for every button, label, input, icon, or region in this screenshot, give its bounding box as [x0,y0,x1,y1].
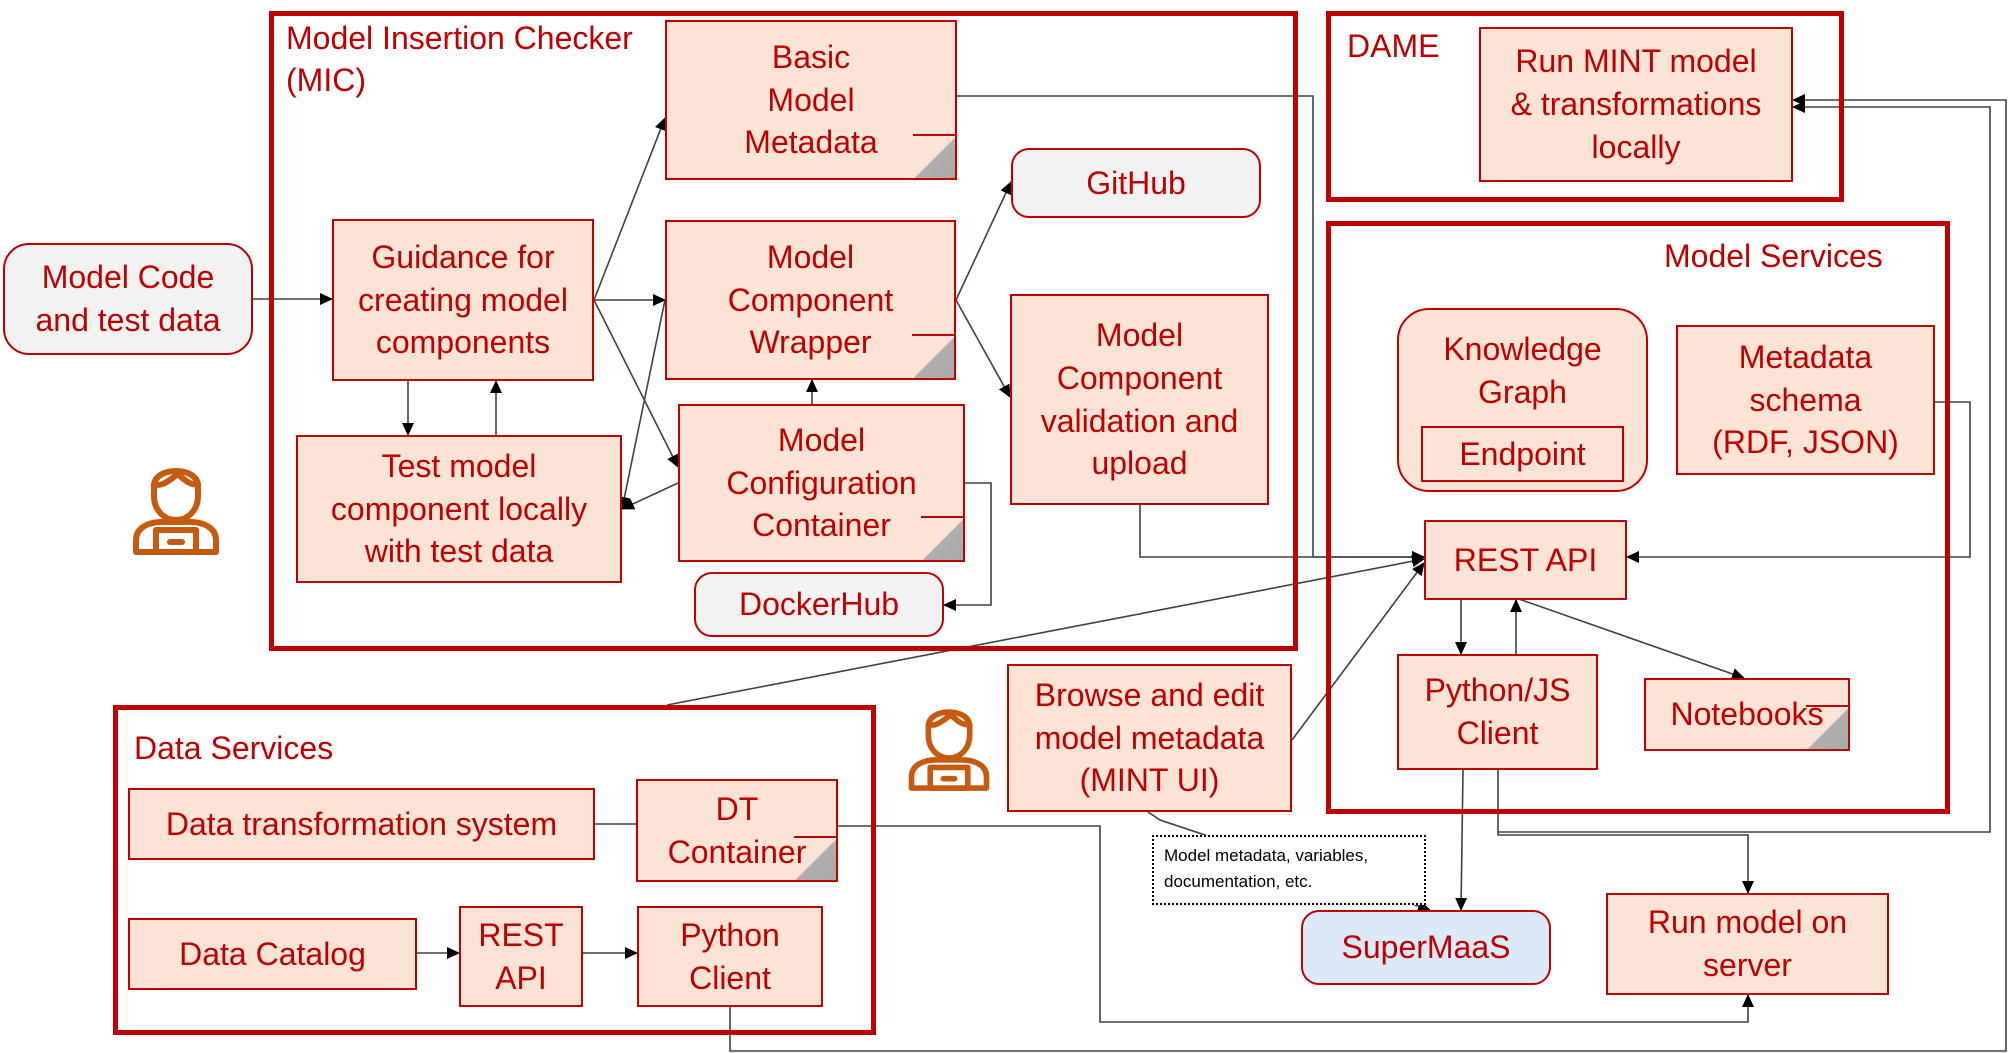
wrapper-node: Model Component Wrapper [665,220,956,380]
edge-client-to-supermaas [1455,769,1468,911]
knowledge-graph-label: Knowledge Graph [1443,331,1602,410]
edge-pyclient-to-dame [729,94,2007,1052]
edge-schema-to-rest [1626,401,1971,563]
github-node: GitHub [1011,148,1261,218]
data-services-title: Data Services [134,730,334,766]
dt-container-node: DT Container [636,779,838,882]
edge-wrapper-to-test [618,299,666,510]
user-icon [908,709,990,791]
validation-node: Model Component validation and upload [1010,294,1269,505]
model-code-node: Model Code and test data [3,243,253,355]
data-services-container: Data Services [113,705,876,1035]
config-container-node: Model Configuration Container [678,404,965,562]
mic-container: Model Insertion Checker (MIC) [269,11,1298,651]
data-catalog-node: Data Catalog [128,918,417,990]
edge-wrapper-to-validation [955,299,1011,398]
supermaas-node: SuperMaaS [1301,910,1551,985]
knowledge-graph-node: Knowledge Graph Endpoint [1397,308,1648,492]
dame-title: DAME [1347,28,1440,64]
metadata-schema-node: Metadata schema (RDF, JSON) [1676,325,1935,475]
dockerhub-node: DockerHub [694,572,944,637]
edge-guidance-to-config [593,299,679,468]
metadata-note: Model metadata, variables, documentation… [1152,835,1426,905]
edge-browse-to-rest [1291,562,1425,741]
run-mint-node: Run MINT model & transformations locally [1479,27,1793,182]
basic-metadata-node: Basic Model Metadata [665,20,957,180]
dts-node: Data transformation system [128,788,595,860]
test-model-node: Test model component locally with test d… [296,435,622,583]
mic-title: Model Insertion Checker (MIC) [286,20,633,98]
edge-rest-to-notebooks [1515,597,1745,680]
edge-config-to-test [621,482,679,510]
ds-rest-api-node: REST API [459,906,583,1007]
python-client-node: Python Client [637,906,823,1007]
edge-wrapper-to-github [955,181,1012,301]
run-server-node: Run model on server [1606,893,1889,995]
rest-api-node: REST API [1424,520,1627,600]
endpoint-node: Endpoint [1421,426,1624,482]
edge-client-to-runserver [1497,770,1754,894]
edge-config-to-dockerhub [943,482,992,611]
edge-dtcontainer-to-runserver [838,825,1754,1023]
guidance-node: Guidance for creating model components [332,219,594,381]
edge-guidance-to-metadata [593,117,667,301]
python-js-client-node: Python/JS Client [1397,654,1598,770]
dame-container: DAME [1326,11,1844,202]
notebooks-node: Notebooks [1644,678,1850,751]
browse-edit-node: Browse and edit model metadata (MINT UI) [1007,664,1292,812]
model-services-container: Model Services [1326,221,1950,814]
model-services-title: Model Services [1664,238,1883,274]
edge-client-to-dame [1498,101,1991,833]
user-icon [133,468,219,555]
